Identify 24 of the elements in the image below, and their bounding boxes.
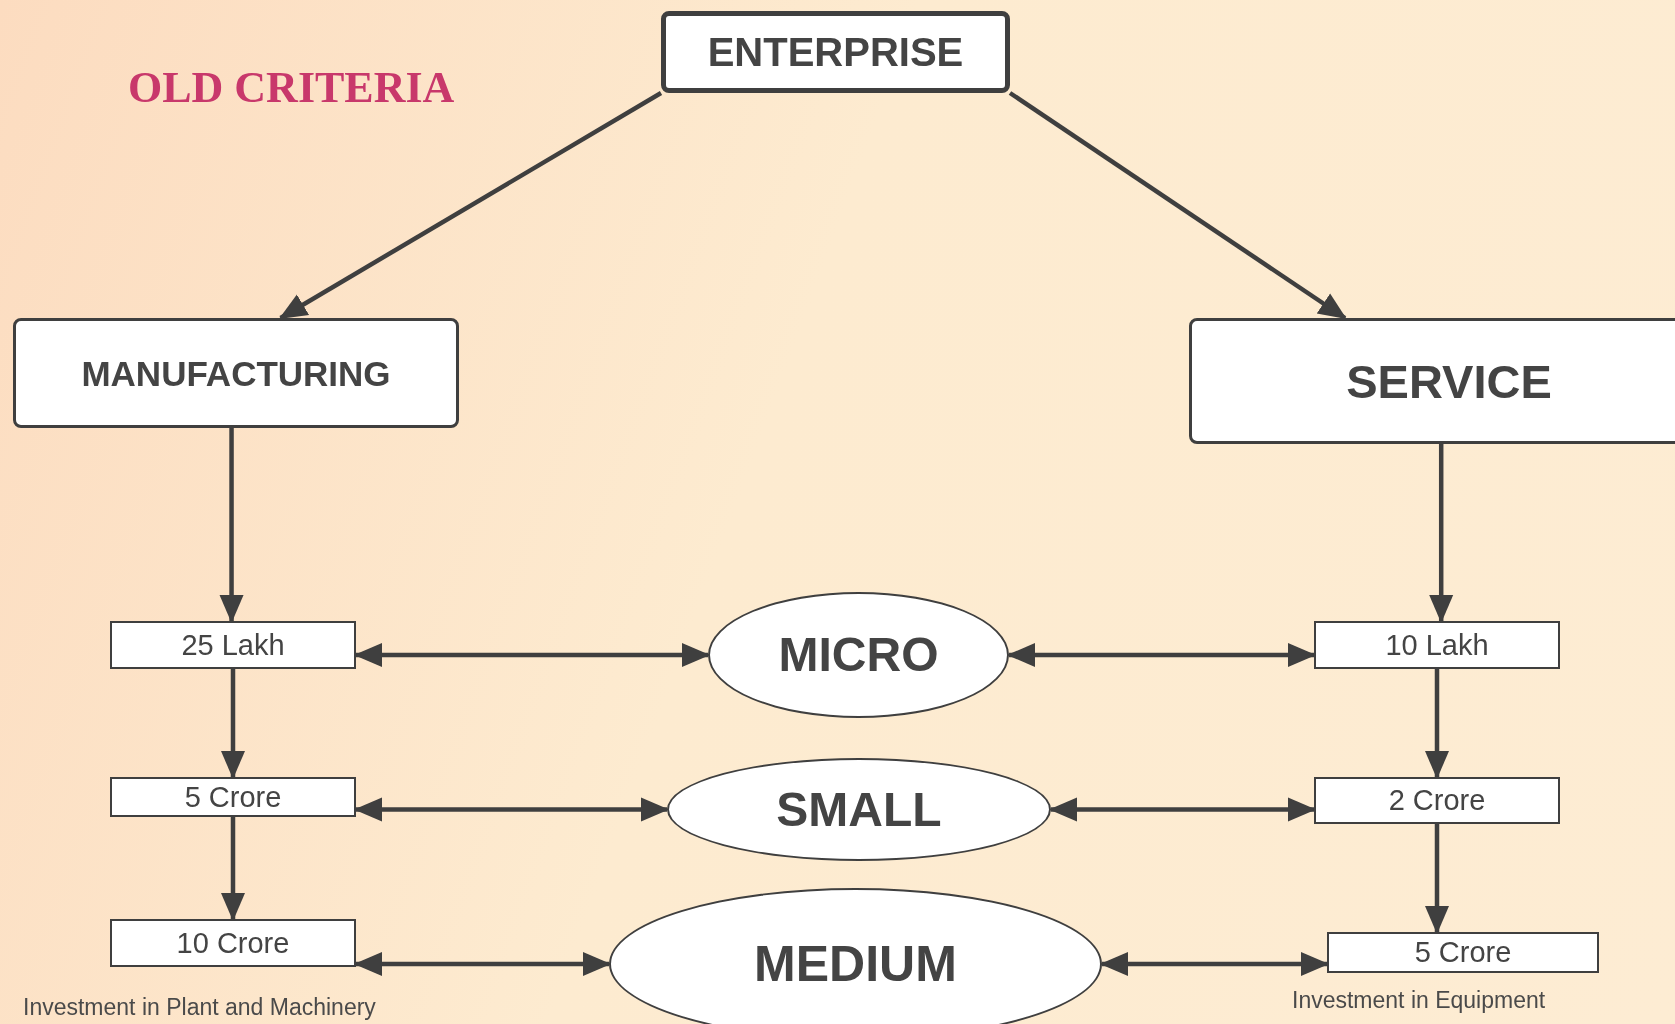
value-box: 25 Lakh	[110, 621, 356, 669]
caption-label: Investment in Plant and Machinery	[23, 993, 376, 1022]
arrow	[1049, 797, 1316, 822]
process-box: SERVICE	[1189, 318, 1675, 444]
heading-label: OLD CRITERIA	[128, 62, 455, 114]
arrow	[1008, 91, 1347, 320]
process-box: ENTERPRISE	[661, 11, 1010, 93]
category-ellipse: MICRO	[708, 592, 1009, 718]
arrow	[221, 669, 245, 779]
category-ellipse: SMALL	[667, 758, 1051, 861]
arrow	[219, 428, 244, 623]
caption-label: Investment in Equipment	[1292, 986, 1546, 1015]
value-box: 10 Lakh	[1314, 621, 1560, 669]
category-ellipse: MEDIUM	[609, 888, 1102, 1024]
arrow	[1007, 643, 1316, 667]
value-box: 2 Crore	[1314, 777, 1560, 824]
arrow	[1425, 669, 1449, 779]
arrow	[1429, 444, 1454, 623]
arrow	[221, 817, 245, 921]
value-box: 5 Crore	[110, 777, 356, 817]
arrow	[1425, 824, 1449, 934]
process-box: MANUFACTURING	[13, 318, 459, 428]
arrow	[1100, 952, 1329, 976]
arrow	[278, 91, 663, 320]
